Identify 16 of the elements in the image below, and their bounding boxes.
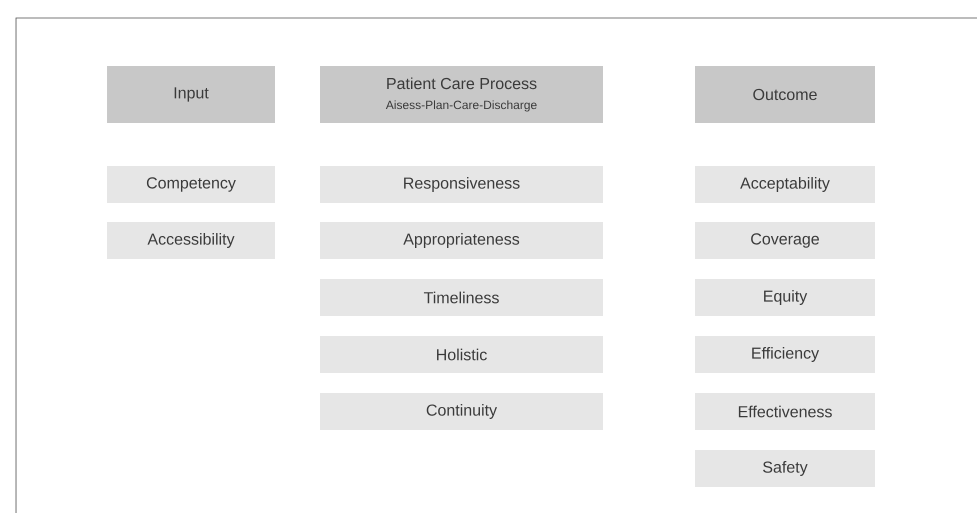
header-box: Input: [107, 66, 275, 123]
item-box: Timeliness: [320, 279, 603, 316]
header-box: Patient Care Process Aisess-Plan-Care-Discharge: [320, 66, 603, 123]
item-box: Responsiveness: [320, 166, 603, 203]
item-box: Holistic: [320, 336, 603, 373]
item-box: Appropriateness: [320, 222, 603, 259]
item-box: Acceptability: [695, 166, 875, 203]
header-box: Outcome: [695, 66, 875, 123]
item-box: Accessibility: [107, 222, 275, 259]
item-box: Competency: [107, 166, 275, 203]
item-box: Efficiency: [695, 336, 875, 373]
item-box: Continuity: [320, 392, 603, 430]
item-box: Effectiveness: [695, 392, 875, 430]
item-box: Safety: [695, 450, 875, 487]
item-box: Coverage: [695, 222, 875, 259]
item-box: Equity: [695, 279, 875, 316]
